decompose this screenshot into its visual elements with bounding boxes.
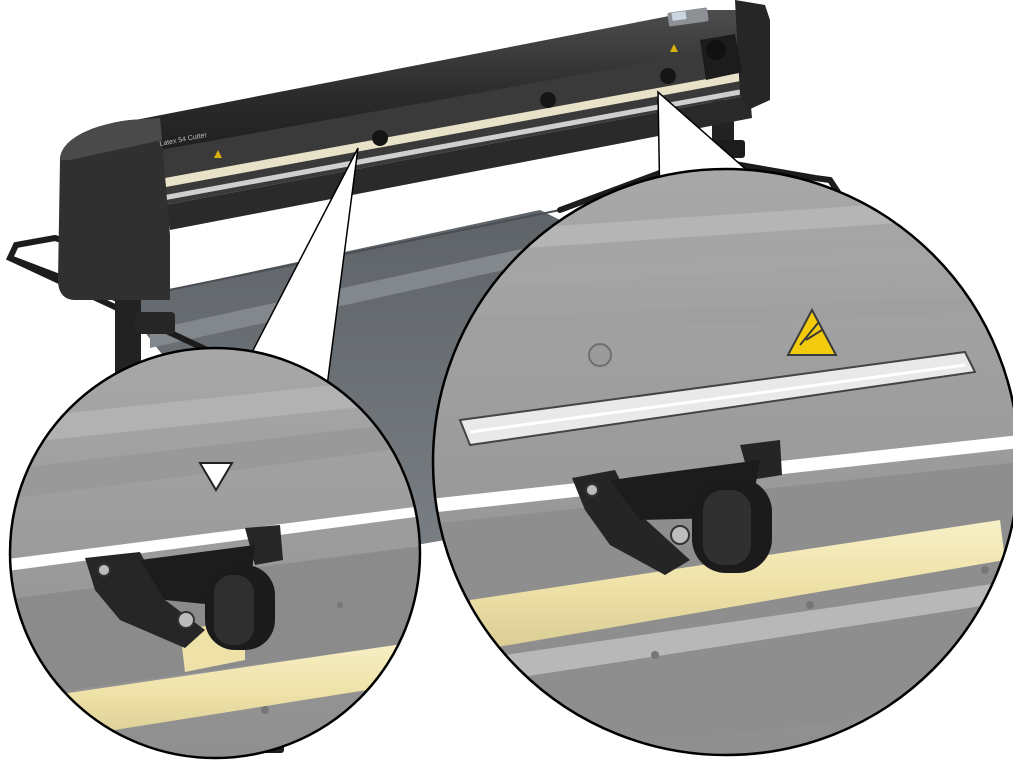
- triangle-marker-icon: [198, 462, 234, 492]
- pinch-roller-left: [85, 525, 283, 650]
- blade-warning-icon: [786, 307, 838, 356]
- cutter-body: Latex 54 Cutter: [58, 0, 770, 300]
- pinch-roller-right: [572, 440, 782, 575]
- detail-circle-left: [8, 346, 422, 760]
- detail-circle-right: [431, 167, 1013, 757]
